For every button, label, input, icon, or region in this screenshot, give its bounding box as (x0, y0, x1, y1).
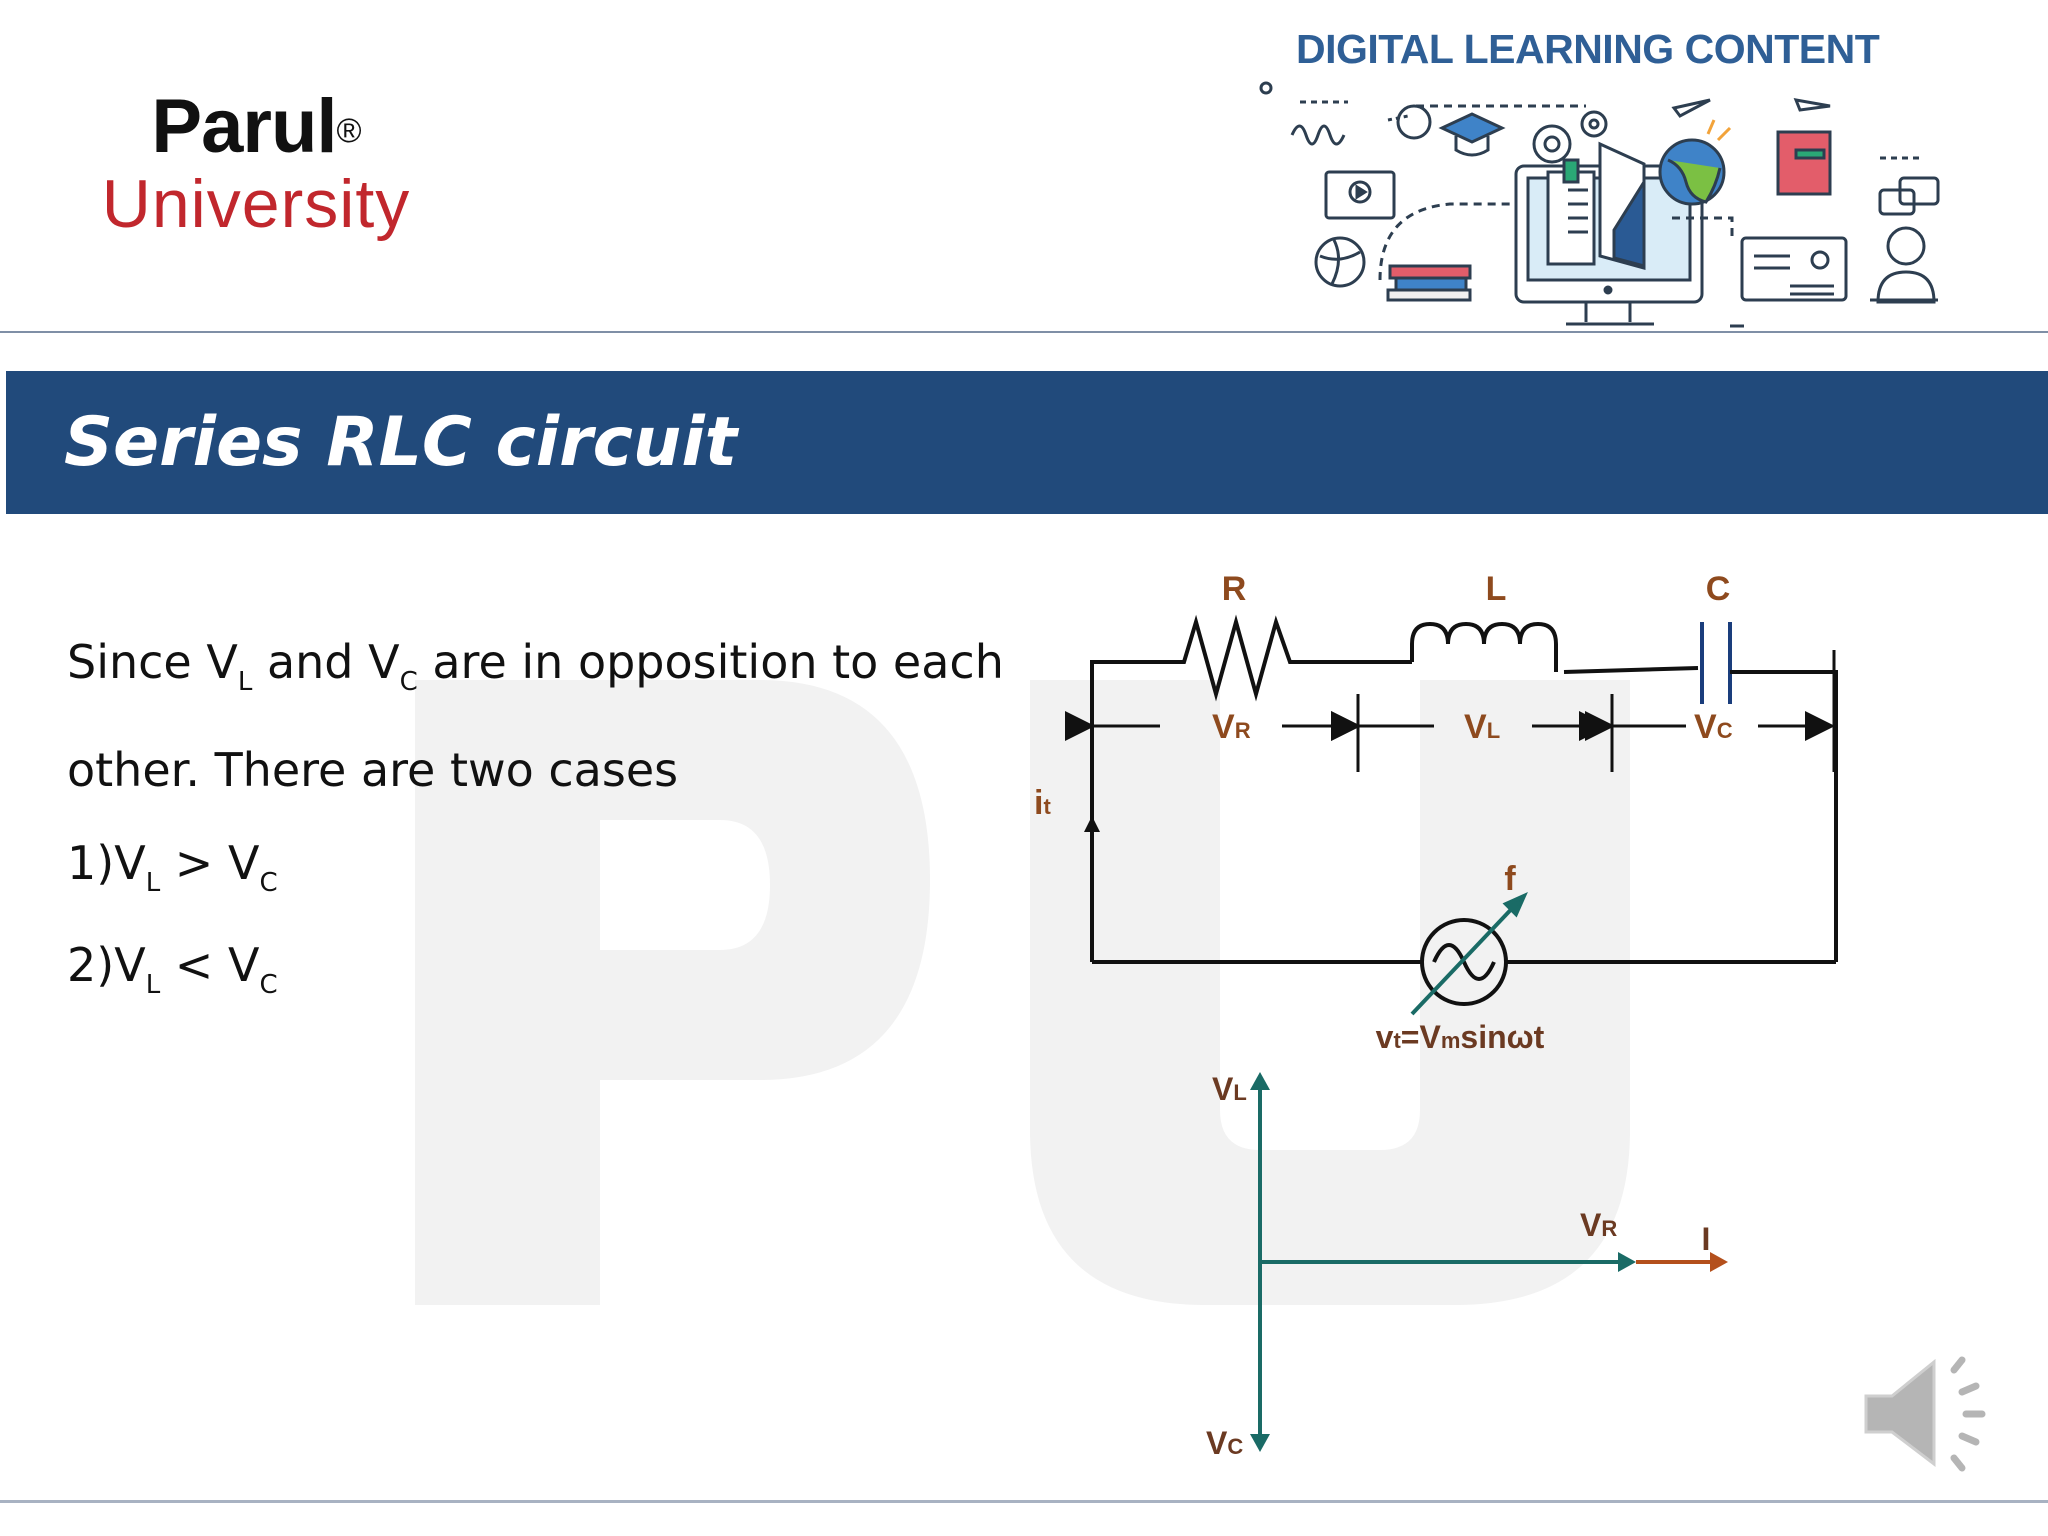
label-c: C (1706, 570, 1731, 608)
header-divider (0, 331, 2048, 333)
ac-source-symbol (1420, 918, 1508, 1006)
inductor-symbol (1410, 621, 1558, 672)
label-r: R (1222, 570, 1247, 608)
wire-top-left (1090, 660, 1172, 962)
phasor-diagram: VL VC VR I (1206, 1071, 1728, 1461)
speaker-icon[interactable] (1858, 1348, 1998, 1478)
watermark-u (1030, 680, 1630, 1305)
parul-university-logo: Parul® University (86, 84, 426, 242)
wire-top-right (1730, 670, 1838, 962)
label-it: it (1034, 784, 1051, 822)
case-1: 1)VL > VC (67, 836, 278, 898)
phasor-label-vl: VL (1212, 1071, 1247, 1107)
registered-mark: ® (336, 112, 362, 150)
phasor-label-i: I (1702, 1221, 1711, 1257)
label-vc: VC (1694, 708, 1733, 746)
phasor-vr-arrowhead (1618, 1252, 1636, 1272)
digital-learning-illustration (1259, 81, 1940, 328)
watermark-p (415, 680, 930, 1305)
body-line-2: other. There are two cases (67, 743, 679, 797)
phasor-label-vr: VR (1580, 1207, 1617, 1243)
label-l: L (1486, 570, 1507, 608)
phasor-label-vc: VC (1206, 1425, 1243, 1461)
case-2: 2)VL < VC (67, 938, 278, 1000)
body-text: Since VL and VC are in opposition to eac… (67, 618, 1017, 1026)
label-vr: VR (1212, 708, 1251, 746)
rlc-circuit-diagram: R L C VR VL VC it f vt=Vmsinωt (1034, 570, 1838, 1055)
title-bar: Series RLC circuit (6, 371, 2048, 514)
slide-title: Series RLC circuit (64, 403, 738, 482)
body-line-1: Since VL and VC are in opposition to eac… (67, 635, 1004, 697)
source-equation: vt=Vmsinωt (1376, 1019, 1545, 1055)
phasor-vc-arrowhead (1250, 1434, 1270, 1452)
phasor-current-arrowhead (1710, 1252, 1728, 1272)
label-f: f (1504, 860, 1516, 898)
wire-l-c (1563, 666, 1699, 674)
label-vl: VL (1464, 708, 1500, 746)
logo-university: University (101, 166, 411, 242)
logo-parul: Parul® (151, 84, 362, 169)
footer-divider (0, 1500, 2048, 1503)
digital-learning-title: DIGITAL LEARNING CONTENT (1296, 26, 1880, 72)
phasor-vl-arrowhead (1250, 1072, 1270, 1090)
resistor-symbol (1172, 614, 1316, 702)
